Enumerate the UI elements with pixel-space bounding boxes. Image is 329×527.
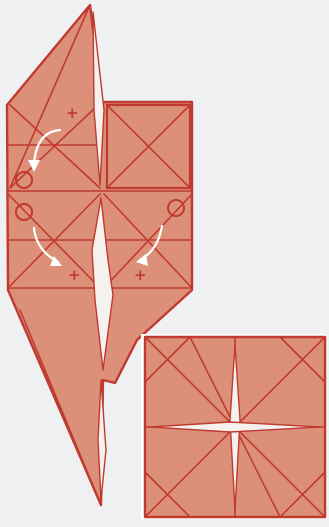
- plus-mark: +: [66, 104, 79, 122]
- step-b-square-base: [141, 334, 326, 519]
- plus-mark: +: [68, 266, 81, 284]
- plus-mark: +: [134, 266, 147, 284]
